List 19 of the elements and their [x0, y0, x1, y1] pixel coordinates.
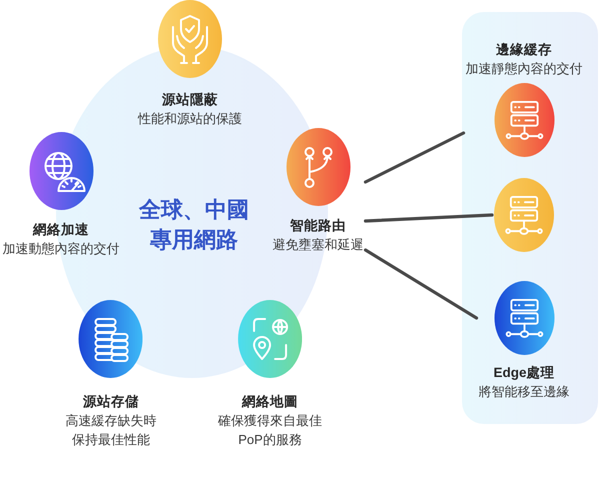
connector-line	[364, 131, 466, 184]
feature-title: 源站隱蔽	[162, 91, 218, 109]
feature-description: 性能和源站的保護	[138, 110, 242, 128]
feature-title: Edge處理	[493, 364, 554, 382]
feature-description: 加速動態內容的交付	[2, 240, 120, 258]
feature-description: 高速緩存缺失時保持最佳性能	[64, 412, 158, 449]
hub-title: 全球、中國專用網路	[138, 195, 250, 255]
feature-description: 將智能移至邊緣	[478, 383, 570, 401]
feature-title: 網絡地圖	[242, 393, 298, 411]
feature-title: 源站存儲	[83, 393, 139, 411]
feature-description: 加速靜態內容的交付	[466, 60, 582, 78]
feature-title: 邊緣緩存	[496, 41, 552, 59]
connector-line	[364, 248, 478, 320]
feature-title: 網絡加速	[33, 221, 89, 239]
connector-line	[364, 213, 494, 223]
server-panel	[462, 12, 598, 424]
feature-description: 確保獲得來自最佳PoP的服務	[217, 412, 323, 449]
feature-description: 避免壅塞和延遲	[272, 236, 364, 254]
feature-title: 智能路由	[290, 217, 346, 235]
